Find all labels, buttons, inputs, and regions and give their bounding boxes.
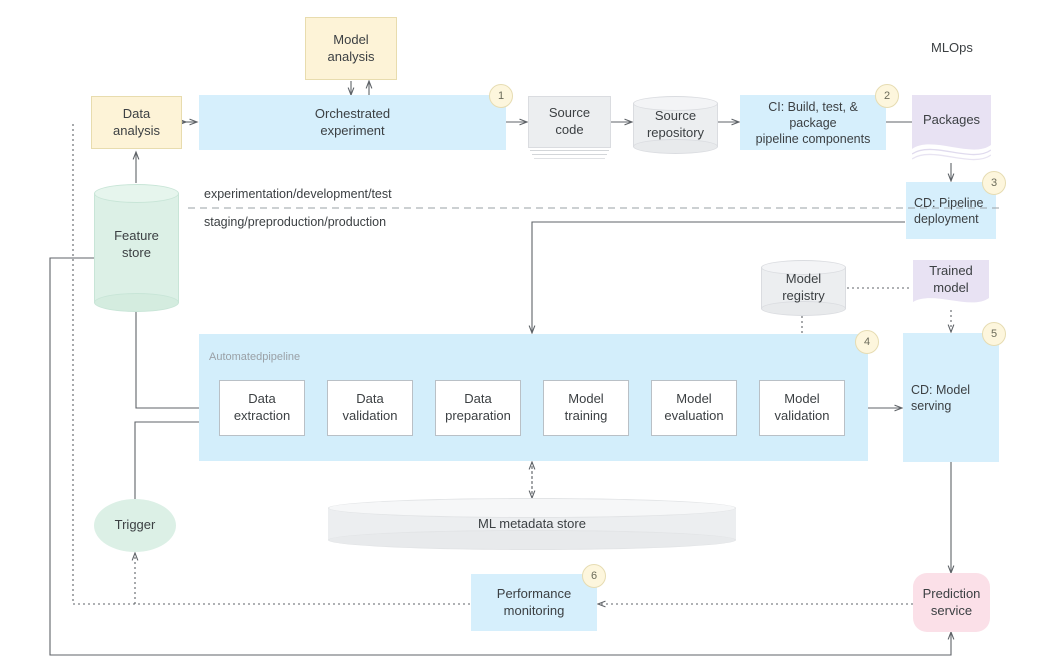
node-source-code[interactable]: Source code — [528, 96, 611, 164]
diagram-title: MLOps — [931, 40, 973, 55]
node-model-analysis-label: Model analysis — [327, 31, 375, 64]
node-ml-metadata-store[interactable]: ML metadata store — [328, 498, 736, 550]
badge-5: 5 — [982, 322, 1006, 346]
cylinder-top — [94, 184, 179, 203]
node-ci-build-label: CI: Build, test, & package pipeline comp… — [755, 99, 871, 146]
node-data-analysis[interactable]: Data analysis — [91, 96, 182, 149]
pipeline-stage-model-evaluation[interactable]: Model evaluation — [651, 380, 737, 436]
node-orchestrated-experiment-label: Orchestrated experiment — [314, 105, 391, 138]
node-orchestrated-experiment[interactable]: Orchestrated experiment — [199, 95, 506, 150]
node-packages-label: Packages — [922, 111, 981, 127]
source-code-stack-line-3 — [534, 158, 605, 160]
pipeline-stage-model-validation[interactable]: Model validation — [759, 380, 845, 436]
node-feature-store[interactable]: Feature store — [94, 184, 179, 312]
pipeline-stage-data-extraction[interactable]: Data extraction — [219, 380, 305, 436]
pipeline-stage-label: Data extraction — [233, 391, 291, 423]
node-ci-build[interactable]: CI: Build, test, & package pipeline comp… — [740, 95, 886, 150]
node-trigger-label: Trigger — [114, 517, 156, 533]
node-ml-metadata-store-label: ML metadata store — [478, 515, 586, 531]
node-source-repository-label: Source repository — [646, 108, 705, 140]
node-trigger[interactable]: Trigger — [94, 499, 176, 552]
pipeline-stage-label: Model validation — [774, 391, 830, 423]
node-cd-pipeline-deployment-label: CD: Pipeline deployment — [914, 195, 984, 226]
node-data-analysis-label: Data analysis — [113, 105, 160, 138]
node-cd-pipeline-deployment[interactable]: CD: Pipeline deployment — [906, 182, 996, 239]
node-model-registry[interactable]: Model registry — [761, 260, 846, 316]
zone-label-lower: staging/preproduction/production — [204, 215, 387, 229]
pipeline-stage-label: Data validation — [342, 391, 398, 423]
node-trained-model-label: Trained model — [929, 263, 973, 295]
edge-cd-pipeline-to-automated-pipeline — [528, 221, 905, 335]
pipeline-stage-data-preparation[interactable]: Data preparation — [435, 380, 521, 436]
node-model-registry-label: Model registry — [782, 271, 825, 303]
edge-bottom-feedback-loop — [49, 257, 955, 656]
node-cd-model-serving[interactable]: CD: Model serving — [903, 333, 999, 462]
node-packages[interactable]: Packages — [912, 95, 991, 163]
node-model-analysis[interactable]: Model analysis — [305, 17, 397, 80]
source-code-stack-line-1 — [530, 150, 609, 152]
node-source-repository[interactable]: Source repository — [633, 96, 718, 154]
source-code-stack-line-2 — [532, 154, 607, 156]
zone-label-upper: experimentation/development/test — [204, 187, 392, 201]
node-cd-model-serving-label: CD: Model serving — [911, 382, 971, 413]
node-performance-monitoring-label: Performance monitoring — [496, 585, 572, 618]
badge-4: 4 — [855, 330, 879, 354]
pipeline-stage-label: Data preparation — [445, 391, 511, 423]
edge-monitoring-feedback-bus — [72, 122, 470, 605]
badge-2: 2 — [875, 84, 899, 108]
cylinder-top — [328, 498, 736, 518]
badge-3: 3 — [982, 171, 1006, 195]
node-trained-model[interactable]: Trained model — [913, 260, 989, 312]
badge-6: 6 — [582, 564, 606, 588]
node-source-code-label: Source code — [548, 105, 591, 137]
badge-1: 1 — [489, 84, 513, 108]
node-prediction-service[interactable]: Prediction service — [913, 573, 990, 632]
node-prediction-service-label: Prediction service — [922, 585, 981, 618]
edge-feature-store-to-pipeline — [135, 312, 212, 412]
pipeline-stage-model-training[interactable]: Model training — [543, 380, 629, 436]
pipeline-stage-label: Model training — [564, 391, 608, 423]
pipeline-stage-data-validation[interactable]: Data validation — [327, 380, 413, 436]
cylinder-bottom — [94, 293, 179, 312]
pipeline-stage-label: Model evaluation — [664, 391, 724, 423]
edge-trigger-to-pipeline — [134, 418, 212, 500]
group-automated-pipeline — [199, 334, 868, 461]
cylinder-bottom — [328, 530, 736, 550]
node-feature-store-label: Feature store — [114, 228, 159, 260]
group-automated-pipeline-label: Automatedpipeline — [209, 351, 301, 363]
node-performance-monitoring[interactable]: Performance monitoring — [471, 574, 597, 631]
